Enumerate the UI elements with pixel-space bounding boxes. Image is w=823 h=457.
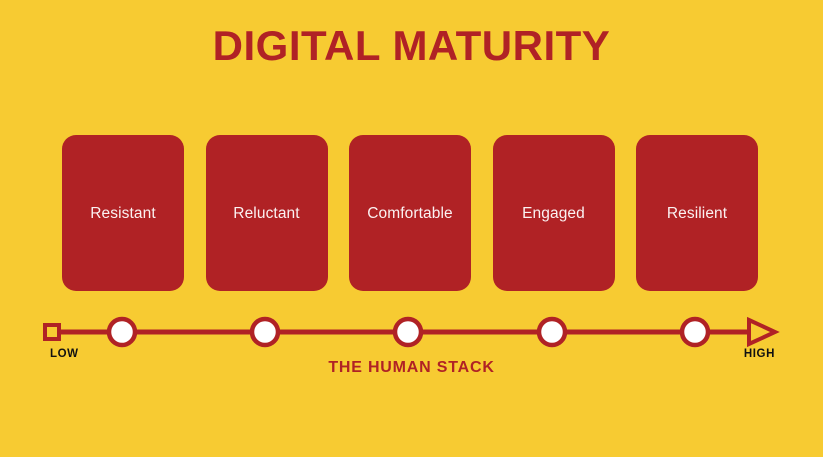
page-title: DIGITAL MATURITY	[212, 22, 611, 69]
stage-box-label: Engaged	[522, 204, 585, 222]
axis-start-square-icon	[43, 323, 61, 341]
axis-svg	[43, 316, 780, 348]
stage-box-label: Reluctant	[233, 204, 300, 222]
axis-high-label: HIGH	[743, 348, 775, 360]
axis-low-label: LOW	[50, 348, 79, 360]
axis-arrowhead-icon	[747, 316, 780, 348]
stage-box-comfortable[interactable]: Comfortable	[349, 135, 471, 291]
axis-node-resistant[interactable]	[106, 316, 138, 348]
stage-box-resistant[interactable]: Resistant	[62, 135, 184, 291]
axis-node-comfortable[interactable]	[392, 316, 424, 348]
maturity-axis	[0, 300, 823, 370]
stage-box-resilient[interactable]: Resilient	[636, 135, 758, 291]
axis-node-engaged[interactable]	[536, 316, 568, 348]
axis-node-resilient[interactable]	[679, 316, 711, 348]
axis-node-reluctant[interactable]	[249, 316, 281, 348]
stage-box-label: Resistant	[90, 204, 156, 222]
stage-box-label: Resilient	[666, 204, 728, 222]
stage-box-engaged[interactable]: Engaged	[492, 135, 615, 291]
stage-box-reluctant[interactable]: Reluctant	[205, 135, 328, 291]
stage-box-row: Resistant Reluctant Comfortable Engaged …	[62, 135, 758, 291]
axis-caption: THE HUMAN STACK	[328, 359, 495, 376]
stage-box-label: Comfortable	[367, 204, 453, 222]
